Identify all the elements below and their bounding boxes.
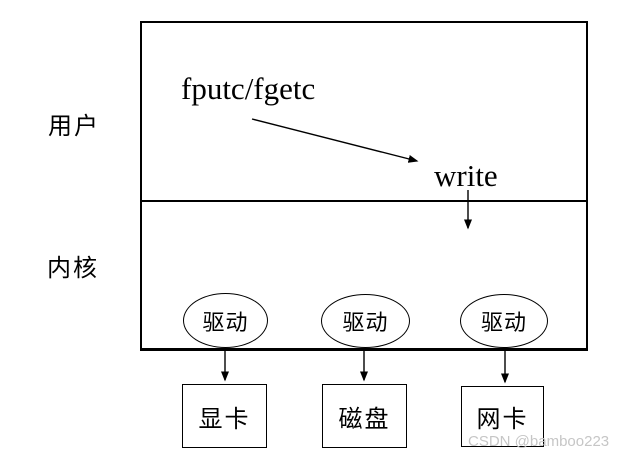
driver-ellipse-1: 驱动: [183, 293, 268, 348]
driver-label-2: 驱动: [342, 310, 389, 335]
device-label-disk: 磁盘: [338, 406, 391, 433]
main-frame: [140, 21, 588, 351]
kernel-space-label: 内核: [47, 256, 99, 282]
driver-ellipse-3: 驱动: [460, 294, 548, 348]
device-label-graphics-card: 显卡: [198, 406, 251, 433]
device-box-disk: 磁盘: [322, 384, 407, 448]
watermark: CSDN @bamboo223: [468, 433, 610, 450]
device-label-network-card: 网卡: [476, 407, 529, 433]
device-box-network-card: 网卡: [461, 386, 544, 447]
driver-label-3: 驱动: [480, 310, 527, 335]
driver-label-1: 驱动: [202, 309, 249, 335]
driver-ellipse-2: 驱动: [321, 294, 410, 348]
write-label: write: [434, 158, 498, 193]
fputc-fgetc-label: fputc/fgetc: [181, 71, 316, 106]
device-box-graphics-card: 显卡: [182, 384, 267, 448]
user-space-label: 用户: [48, 114, 100, 140]
user-kernel-divider: [141, 200, 587, 202]
